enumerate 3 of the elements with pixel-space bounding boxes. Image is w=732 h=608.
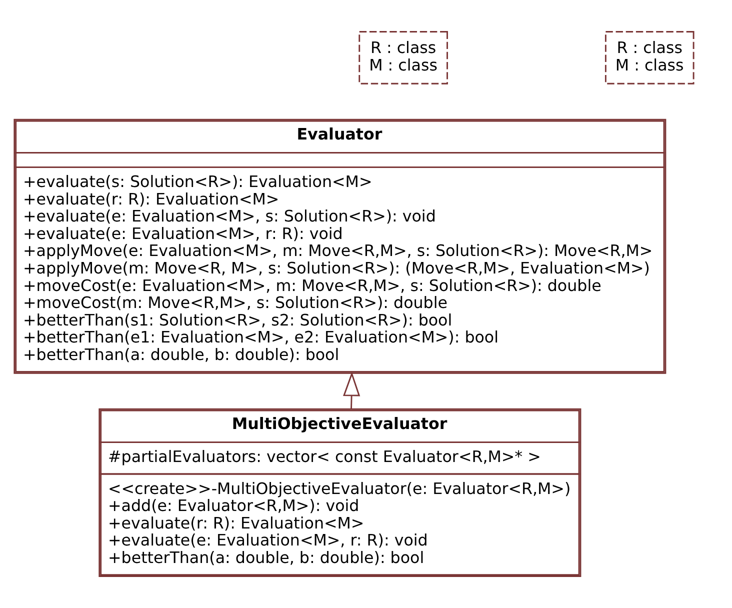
node-box: R : class M : class bbox=[604, 31, 694, 84]
arrow bbox=[342, 372, 360, 409]
node-box: R : class M : class bbox=[358, 31, 448, 84]
